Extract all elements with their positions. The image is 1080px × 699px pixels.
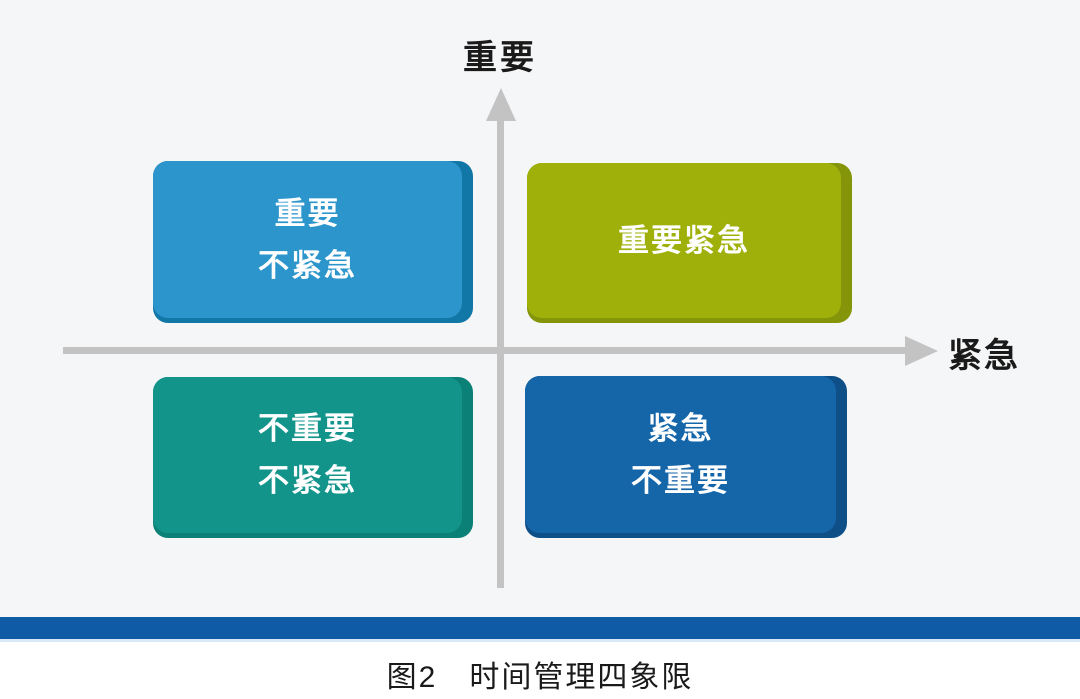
quadrant-face: 紧急 不重要: [525, 376, 836, 533]
figure-caption: 图2 时间管理四象限: [386, 661, 694, 694]
quadrant-label-line: 不紧急: [258, 463, 357, 498]
divider-bar: [0, 617, 1080, 642]
quadrant-face: 重要 不紧急: [153, 161, 462, 318]
quadrant-important-not-urgent: 重要 不紧急: [153, 161, 473, 323]
x-axis-line: [63, 347, 908, 354]
y-axis-arrowhead-icon: [486, 88, 516, 121]
quadrant-important-urgent: 重要紧急: [527, 163, 852, 323]
quadrant-label-line: 紧急: [647, 410, 714, 446]
quadrant-label-line: 不重要: [258, 411, 357, 446]
quadrant-not-important-not-urgent: 不重要 不紧急: [153, 377, 473, 538]
x-axis-arrowhead-icon: [905, 336, 938, 366]
x-axis-label: 紧急: [948, 337, 1020, 375]
quadrant-label-line: 不紧急: [258, 247, 357, 283]
quadrant-urgent-not-important: 紧急 不重要: [525, 376, 847, 538]
quadrant-face: 重要紧急: [527, 163, 841, 318]
quadrant-label-line: 不重要: [631, 462, 730, 498]
quadrant-label-line: 重要紧急: [618, 222, 750, 258]
quadrant-label-line: 重要: [274, 195, 341, 231]
quadrant-face: 不重要 不紧急: [153, 377, 462, 533]
y-axis-label: 重要: [463, 39, 537, 77]
